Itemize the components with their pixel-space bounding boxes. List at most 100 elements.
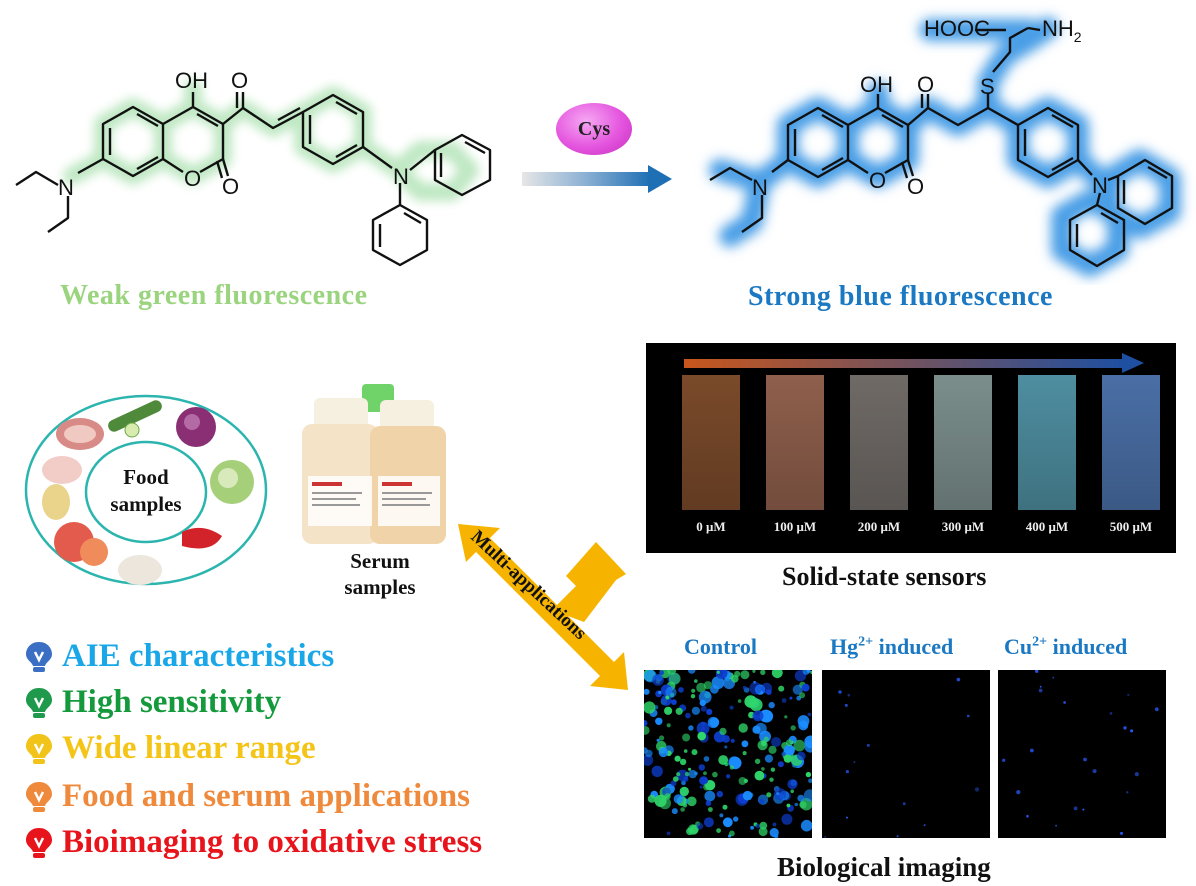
cell-fluorescence-spot [810,670,812,674]
serum-samples-label: Serum samples [320,548,440,600]
cell-fluorescence-spot [798,720,809,731]
multi-applications-label: Multi-applications [467,526,591,644]
cell-fluorescence-spot [704,790,716,802]
cell-fluorescence-spot [671,699,677,705]
cell-fluorescence-spot [1109,712,1113,715]
lightbulb-icon [26,827,52,858]
cell-fluorescence-spot [759,709,773,723]
cell-fluorescence-spot [749,682,762,695]
feature-item: Bioimaging to oxidative stress [24,824,482,861]
cell-fluorescence-spot [781,698,787,703]
cell-fluorescence-spot [688,725,694,731]
feature-text: High sensitivity [62,684,282,720]
cell-fluorescence-spot [764,754,773,763]
cell-fluorescence-spot [696,682,706,693]
weak-green-caption: Weak green fluorescence [60,280,368,311]
cell-fluorescence-spot [740,670,750,680]
cell-fluorescence-spot [683,749,688,753]
cell-fluorescence-spot [761,740,767,747]
cell-fluorescence-spot [803,789,812,802]
cell-fluorescence-spot [750,825,754,830]
cell-fluorescence-spot [726,774,731,779]
cell-fluorescence-spot [847,693,851,697]
feature-item: AIE characteristics [24,638,334,675]
cell-fluorescence-spot [666,723,671,728]
pear-icon [42,484,70,520]
cell-fluorescence-spot [755,823,761,829]
cell-fluorescence-spot [759,821,768,830]
cell-fluorescence-spot [738,723,748,733]
cell-fluorescence-spot [1035,670,1039,673]
nh2-label: NH2 [1042,16,1082,45]
cell-fluorescence-spot [761,767,765,771]
cell-fluorescence-spot [680,807,685,812]
cell-fluorescence-spot [700,705,707,712]
cell-fluorescence-spot [664,793,671,800]
sensor-strip [766,375,824,510]
serum-label-line1: Serum [350,549,410,573]
cell-fluorescence-spot [683,776,689,782]
cell-fluorescence-spot [741,740,749,748]
cell-fluorescence-spot [716,828,721,833]
cell-fluorescence-spot [786,803,791,808]
cell-fluorescence-spot [654,794,667,807]
sensor-strip-label: 300 μM [941,519,985,534]
cell-fluorescence-spot [794,802,799,807]
cell-fluorescence-spot [742,790,753,801]
cell-fluorescence-spot [1002,758,1006,762]
cell-fluorescence-spot [712,771,718,778]
cell-fluorescence-spot [682,733,691,742]
cell-fluorescence-spot [688,767,691,771]
cell-fluorescence-spot [801,683,810,692]
cell-fluorescence-spot [760,670,766,675]
lightbulb-icon [26,781,52,812]
cell-fluorescence-spot [956,677,961,682]
cell-fluorescence-spot [783,754,792,763]
cell-fluorescence-spot [787,779,798,790]
cell-fluorescence-spot [703,756,710,762]
feature-text: AIE characteristics [62,638,335,674]
cell-fluorescence-spot [754,770,765,781]
cell-fluorescence-spot [676,772,681,777]
cell-fluorescence-spot [902,802,906,806]
cell-fluorescence-spot [772,822,777,827]
cell-fluorescence-spot [679,758,687,766]
ring-o-label-right: O [869,168,886,193]
feature-item: Wide linear range [24,730,316,767]
cell-fluorescence-spot [1052,676,1055,679]
bio-imaging-title: Biological imaging [777,852,991,882]
cell-fluorescence-spot [665,695,670,700]
cell-fluorescence-spot [719,813,724,818]
cell-fluorescence-spot [845,770,849,774]
cell-fluorescence-spot [703,817,714,828]
cell-fluorescence-spot [771,737,782,747]
cell-fluorescence-spot [655,717,663,725]
serum-bottles-image [302,384,446,544]
cell-fluorescence-spot [790,725,796,731]
cell-fluorescence-spot [703,783,711,791]
cell-fluorescence-spot [729,830,735,837]
cell-fluorescence-spot [790,789,794,794]
hooc-label: HOOC [924,16,990,41]
sensor-strip-label: 0 μM [696,519,726,534]
lightbulb-icon [26,641,52,672]
cell-fluorescence-spot [844,703,848,707]
bio-label-hg: Hg2+ induced [830,634,954,659]
cell-fluorescence-spot [1030,748,1034,753]
ketone-o-label: O [231,68,248,93]
cell-fluorescence-spot [658,747,669,758]
sulfur-label: S [980,74,995,99]
cell-fluorescence-spot [733,816,739,822]
cell-fluorescence-spot [742,751,747,756]
cell-fluorescence-spot [644,726,650,735]
cell-fluorescence-spot [1055,824,1057,827]
cell-fluorescence-spot [1016,790,1021,795]
triphenylamine-n-label-right: N [1092,173,1108,198]
cell-fluorescence-spot [687,670,696,674]
cell-fluorescence-spot [770,767,776,772]
cell-fluorescence-spot [659,735,665,741]
cell-fluorescence-spot [675,707,683,715]
cell-fluorescence-spot [761,682,773,694]
cell-fluorescence-spot [807,712,812,717]
